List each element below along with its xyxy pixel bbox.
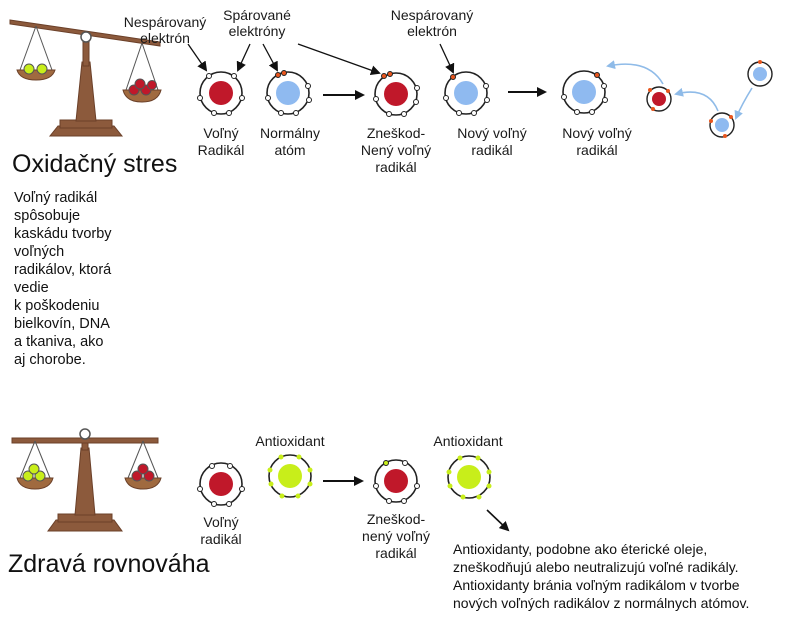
radical-balls-icon [131,463,155,482]
callout-pointers [187,43,455,76]
cascade-radical-2-icon [747,60,773,87]
arrow-down-right-icon [486,509,510,532]
scale-imbalanced-icon [9,19,162,137]
cascade-radical-icon [646,86,672,112]
oxidative-description: Voľný radikál spôsobuje kaskádu tvorby v… [14,190,112,368]
scale-pivot [80,31,92,43]
scale-balanced-icon [11,428,162,532]
antioxidant-2-icon [446,455,492,500]
antioxidant-balls-icon [22,463,46,482]
heading-healthy-balance: Zdravá rovnováha [8,550,210,578]
antioxidant-note: Antioxidanty, podobne ako éterické oleje… [453,541,750,611]
antioxidant-1-icon [267,454,313,499]
atom-free-radical-bottom-icon [197,462,245,507]
heading-oxidative-stress: Oxidačný stres [12,150,178,178]
scale-pivot [79,428,91,440]
atom-new-radical-2-icon [561,70,608,115]
atom-neutralized-icon [373,71,420,117]
label-antioxidant-1: Antioxidant [255,433,324,449]
antioxidant-balls-icon [23,63,48,75]
cascade-atom-icon [709,112,735,138]
atom-normal-icon [265,70,312,116]
atom-neutralized-bottom-icon [373,459,420,504]
label-antioxidant-2: Antioxidant [433,433,502,449]
atom-free-radical-icon [197,71,245,116]
radical-balls-icon [128,78,157,96]
cascade-arrows [606,60,753,120]
atom-new-radical-1-icon [443,71,490,116]
